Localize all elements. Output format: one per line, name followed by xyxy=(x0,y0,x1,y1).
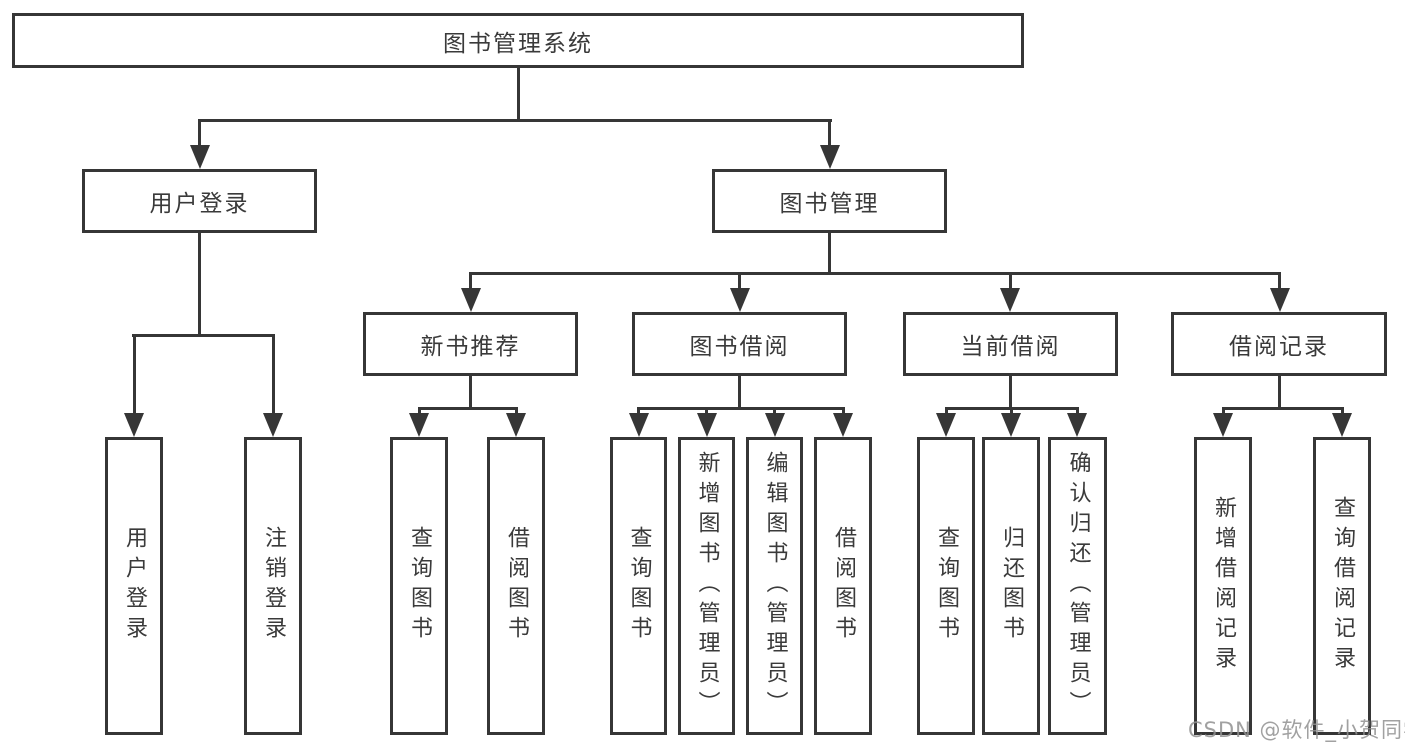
connector-line xyxy=(842,407,845,417)
node-user-login: 用户登录 xyxy=(82,169,317,233)
connector-line xyxy=(828,233,831,275)
leaf-user-login: 用户登录 xyxy=(105,437,163,735)
connector-line xyxy=(515,407,518,417)
arrow-down-icon xyxy=(1332,413,1352,437)
node-current-borrowing: 当前借阅 xyxy=(903,312,1118,376)
arrow-down-icon xyxy=(1001,413,1021,437)
arrow-down-icon xyxy=(1270,288,1290,312)
node-new-book-recommendation: 新书推荐 xyxy=(363,312,578,376)
connector-line xyxy=(517,68,520,121)
connector-line xyxy=(1222,407,1225,417)
leaf-borrow-query-books: 查询图书 xyxy=(610,437,667,735)
connector-line xyxy=(828,119,831,153)
leaf-borrow-borrow-books: 借阅图书 xyxy=(814,437,872,735)
leaf-newbook-query-books: 查询图书 xyxy=(390,437,448,735)
arrow-down-icon xyxy=(506,413,526,437)
connector-line xyxy=(1009,376,1012,410)
connector-line xyxy=(1278,376,1281,410)
connector-line xyxy=(469,272,472,296)
connector-line xyxy=(418,407,421,417)
arrow-down-icon xyxy=(936,413,956,437)
connector-line xyxy=(469,272,1281,275)
connector-line xyxy=(469,376,472,410)
connector-line xyxy=(1222,407,1344,410)
connector-line xyxy=(198,233,201,337)
leaf-borrow-edit-book-admin: 编辑图书（管理员） xyxy=(746,437,803,735)
arrow-down-icon xyxy=(1000,288,1020,312)
connector-line xyxy=(198,119,832,122)
connector-line xyxy=(738,376,741,410)
leaf-current-confirm-return-admin: 确认归还（管理员） xyxy=(1048,437,1107,735)
leaf-logout: 注销登录 xyxy=(244,437,302,735)
connector-line xyxy=(1009,272,1012,296)
leaf-borrow-add-book-admin: 新增图书（管理员） xyxy=(678,437,735,735)
leaf-record-add-borrow-record: 新增借阅记录 xyxy=(1194,437,1252,735)
connector-line xyxy=(1341,407,1344,417)
leaf-record-query-borrow-record: 查询借阅记录 xyxy=(1313,437,1371,735)
watermark: CSDN @软件_小贺同学 xyxy=(1188,718,1405,742)
arrow-down-icon xyxy=(190,145,210,169)
arrow-down-icon xyxy=(697,413,717,437)
connector-line xyxy=(637,407,845,410)
arrow-down-icon xyxy=(1213,413,1233,437)
node-book-borrowing: 图书借阅 xyxy=(632,312,847,376)
connector-line xyxy=(637,407,640,417)
arrow-down-icon xyxy=(765,413,785,437)
connector-line xyxy=(133,334,136,418)
connector-line xyxy=(705,407,708,417)
arrow-down-icon xyxy=(629,413,649,437)
connector-line xyxy=(272,334,275,418)
connector-line xyxy=(132,334,275,337)
arrow-down-icon xyxy=(1067,413,1087,437)
arrow-down-icon xyxy=(263,413,283,437)
connector-line xyxy=(738,272,741,296)
leaf-current-query-books: 查询图书 xyxy=(917,437,975,735)
arrow-down-icon xyxy=(820,145,840,169)
node-library-system: 图书管理系统 xyxy=(12,13,1024,68)
arrow-down-icon xyxy=(409,413,429,437)
connector-line xyxy=(1278,272,1281,296)
node-borrowing-records: 借阅记录 xyxy=(1171,312,1387,376)
connector-line xyxy=(1010,407,1013,417)
connector-line xyxy=(418,407,518,410)
connector-line xyxy=(773,407,776,417)
arrow-down-icon xyxy=(461,288,481,312)
connector-line xyxy=(945,407,948,417)
leaf-current-return-books: 归还图书 xyxy=(982,437,1040,735)
arrow-down-icon xyxy=(730,288,750,312)
connector-line xyxy=(1076,407,1079,417)
leaf-newbook-borrow-books: 借阅图书 xyxy=(487,437,545,735)
arrow-down-icon xyxy=(833,413,853,437)
connector-line xyxy=(198,119,201,153)
arrow-down-icon xyxy=(124,413,144,437)
node-book-management: 图书管理 xyxy=(712,169,947,233)
